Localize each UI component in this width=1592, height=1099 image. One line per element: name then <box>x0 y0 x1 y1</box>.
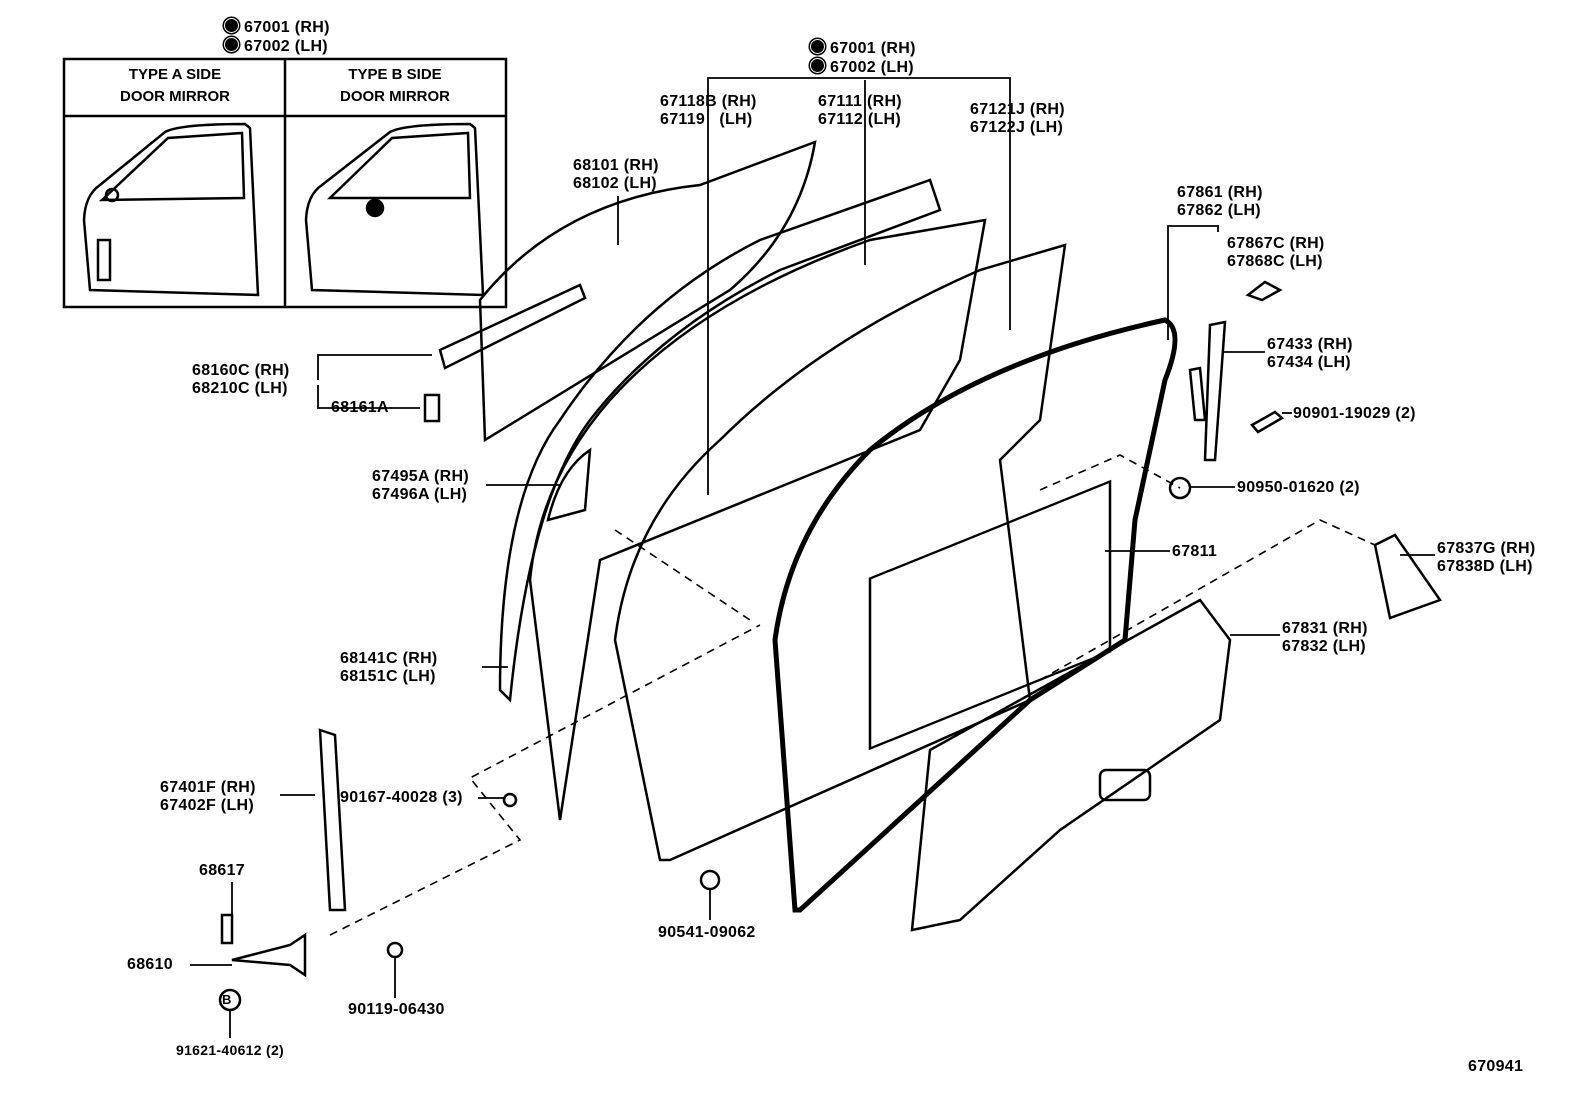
door-glass <box>478 140 817 443</box>
label-67111: 67111 (RH)67112 (LH) <box>818 93 902 129</box>
bolt-90901 <box>1250 410 1285 434</box>
label-line: 68101 (RH) <box>573 157 659 174</box>
front-sash <box>318 728 347 912</box>
header-line: TYPE B SIDE <box>348 66 442 83</box>
label-line: 67868C (LH) <box>1227 253 1323 270</box>
label-90901: 90901-19029 (2) <box>1293 405 1416 422</box>
trim-67837 <box>1373 533 1442 620</box>
corner-cover <box>546 447 592 522</box>
label-line: 68102 (LH) <box>573 175 657 192</box>
door-panel <box>613 243 1067 862</box>
label-68610: 68610 <box>127 956 173 973</box>
label-line: 67832 (LH) <box>1282 638 1366 655</box>
header-line: DOOR MIRROR <box>120 88 230 105</box>
label-68160c: 68160C (RH)68210C (LH) <box>192 362 290 398</box>
label-67811: 67811 <box>1172 543 1218 560</box>
clip <box>423 393 441 423</box>
header-line: TYPE A SIDE <box>128 66 222 83</box>
label-67831: 67831 (RH)67832 (LH) <box>1282 620 1368 656</box>
label-line: 67001 (RH) <box>244 19 330 36</box>
label-90950: 90950-01620 (2) <box>1237 479 1360 496</box>
label-line: 67002 (LH) <box>830 59 914 76</box>
label-line: 67495A (RH) <box>372 468 469 485</box>
type-a-header: TYPE A SIDE DOOR MIRROR <box>66 64 284 108</box>
label-line: 67433 (RH) <box>1267 336 1353 353</box>
label-68101: 68101 (RH)68102 (LH) <box>573 157 659 193</box>
pin <box>220 913 234 945</box>
label-line: 67837G (RH) <box>1437 540 1536 557</box>
dashed-assembly-lines <box>329 454 1376 936</box>
label-line: 67867C (RH) <box>1227 235 1325 252</box>
filled-circle-icon <box>810 39 825 54</box>
label-line: 67112 (LH) <box>818 111 902 128</box>
label-90119: 90119-06430 <box>348 1001 445 1018</box>
b-marker-label: B <box>222 992 232 1007</box>
label-67401f: 67401F (RH)67402F (LH) <box>160 779 256 815</box>
clip-90541 <box>699 869 721 891</box>
window-frame <box>528 218 987 821</box>
label-68161a: 68161A <box>331 399 389 416</box>
label-67867c: 67867C (RH)67868C (LH) <box>1227 235 1325 271</box>
label-90541: 90541-09062 <box>658 924 756 941</box>
label-line: 67001 (RH) <box>830 40 916 57</box>
label-line: 67838D (LH) <box>1437 558 1533 575</box>
leader-lines <box>190 77 1435 1038</box>
service-hole-cover <box>868 479 1112 751</box>
bolt-90119 <box>386 941 404 959</box>
label-line: 68160C (RH) <box>192 362 290 379</box>
label-door-assy: 67001 (RH) 67002 (LH) <box>810 39 916 77</box>
door-weatherstrip <box>772 317 1178 913</box>
label-line: 67434 (LH) <box>1267 354 1351 371</box>
label-68141c: 68141C (RH)68151C (LH) <box>340 650 438 686</box>
bracket-67433 <box>1188 320 1227 462</box>
switch-bezel <box>1098 768 1152 802</box>
label-67118b: 67118B (RH)67119 (LH) <box>660 93 757 129</box>
label-67433: 67433 (RH)67434 (LH) <box>1267 336 1353 372</box>
label-line: 67119 (LH) <box>660 111 753 128</box>
label-line: 67002 (LH) <box>244 38 328 55</box>
label-line: 67862 (LH) <box>1177 202 1261 219</box>
mirror-type-inset <box>62 57 508 309</box>
label-90167: 90167-40028 (3) <box>340 789 463 806</box>
label-line: 67402F (LH) <box>160 797 254 814</box>
label-67121j: 67121J (RH)67122J (LH) <box>970 101 1065 137</box>
label-67495a: 67495A (RH)67496A (LH) <box>372 468 469 504</box>
clip-67867 <box>1245 280 1283 302</box>
belt-moulding <box>438 283 587 370</box>
header-line: DOOR MIRROR <box>340 88 450 105</box>
filled-circle-icon <box>224 37 239 52</box>
label-67837g: 67837G (RH)67838D (LH) <box>1437 540 1535 576</box>
type-b-header: TYPE B SIDE DOOR MIRROR <box>286 64 504 108</box>
filled-circle-icon <box>224 18 239 33</box>
label-line: 67121J (RH) <box>970 101 1065 118</box>
label-line: 67401F (RH) <box>160 779 256 796</box>
screw-90167 <box>502 792 518 808</box>
filled-circle-icon <box>810 58 825 73</box>
inset-callout: 67001 (RH) 67002 (LH) <box>224 18 330 56</box>
label-line: 67118B (RH) <box>660 93 757 110</box>
label-line: 68210C (LH) <box>192 380 288 397</box>
label-line: 67861 (RH) <box>1177 184 1263 201</box>
grommet-90950 <box>1168 476 1192 500</box>
label-line: 67496A (LH) <box>372 486 468 503</box>
label-line: 67831 (RH) <box>1282 620 1368 637</box>
label-91621: 91621-40612 (2) <box>176 1042 285 1058</box>
label-line: 67111 (RH) <box>818 93 902 110</box>
label-line: 68141C (RH) <box>340 650 438 667</box>
door-check <box>231 932 307 978</box>
figure-number: 670941 <box>1468 1058 1524 1075</box>
label-67861: 67861 (RH)67862 (LH) <box>1177 184 1263 220</box>
door-trim-board <box>910 598 1232 932</box>
label-line: 68151C (LH) <box>340 668 436 685</box>
label-line: 67122J (LH) <box>970 119 1064 136</box>
label-68617: 68617 <box>199 862 245 879</box>
